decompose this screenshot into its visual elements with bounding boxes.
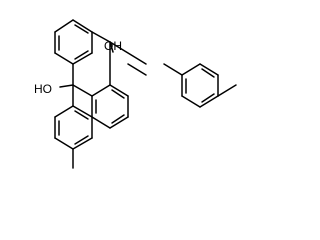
hydroxyl-label-top: OH [104,39,122,53]
right-benzo-ring [91,84,129,129]
central-ring [72,31,111,97]
molecule-structure: OH HO [34,19,237,169]
top-tolyl-link-bond [109,41,147,65]
bottom-tolyl-ring [54,105,93,150]
bottom-hydroxyl-bond [59,84,74,88]
top-tolyl-methyl-bond [217,84,237,97]
top-hydroxyl-bond [109,41,114,53]
left-benzo-ring [54,19,93,65]
hydroxyl-label-bottom: HO [34,82,52,96]
top-tolyl-ring [127,63,219,108]
